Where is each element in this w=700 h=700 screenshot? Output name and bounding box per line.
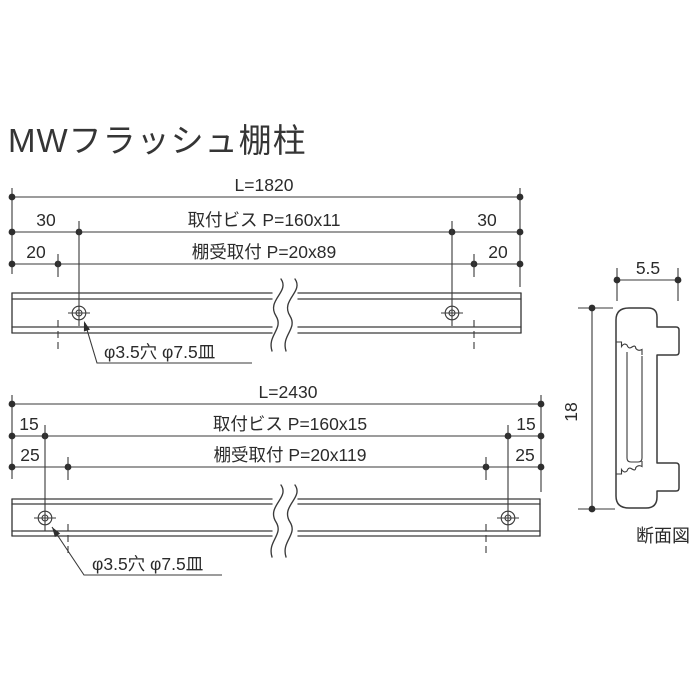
profile-outline (615, 307, 680, 509)
bracket-offset-left: 20 (26, 242, 46, 262)
section-view: 5.5 18 断面図 (561, 258, 690, 546)
hole-callout: φ3.5穴 φ7.5皿 (51, 526, 222, 576)
bracket-offset-right: 20 (488, 242, 508, 262)
profile-hook-top (616, 341, 643, 355)
rail-2430-diagram: L=2430 15 取付ビス P=160x15 15 25 棚受取付 P (8, 382, 545, 576)
section-height-dimension: 18 (561, 304, 615, 513)
length-label: L=2430 (259, 382, 318, 402)
hole-note: φ3.5穴 φ7.5皿 (92, 554, 203, 574)
section-width-label: 5.5 (636, 258, 660, 278)
bracket-pitch-label: 棚受取付 P=20x119 (214, 445, 367, 465)
leader-arrow-icon (52, 527, 61, 538)
screw-hole-icon (497, 510, 519, 526)
bracket-offset-left: 25 (20, 445, 39, 465)
section-caption: 断面図 (636, 526, 690, 546)
screw-hole-icon (68, 305, 90, 321)
section-profile (615, 307, 680, 509)
screw-pitch-label: 取付ビス P=160x15 (213, 414, 367, 434)
rail-body (11, 498, 541, 537)
bracket-pitch-label: 棚受取付 P=20x89 (192, 242, 336, 262)
bracket-offset-right: 25 (515, 445, 534, 465)
rail-body (11, 292, 522, 334)
screw-hole-icon (441, 305, 463, 321)
screw-offset-left: 30 (36, 210, 56, 230)
hole-note: φ3.5穴 φ7.5皿 (104, 342, 215, 362)
screw-hole-icon (34, 510, 56, 526)
screw-pitch-label: 取付ビス P=160x11 (188, 210, 341, 230)
leader-line (84, 322, 252, 364)
length-label: L=1820 (235, 175, 294, 195)
rail-1820-diagram: L=1820 30 取付ビス P=160x11 30 20 (8, 175, 524, 364)
break-line-icon (270, 278, 298, 352)
section-width-dimension: 5.5 (613, 258, 682, 301)
break-line-icon (270, 484, 298, 558)
profile-inner-slot (626, 352, 643, 463)
bracket-pitch-dimension: 25 棚受取付 P=20x119 25 (8, 445, 545, 554)
screw-pitch-dimension: 30 取付ビス P=160x11 30 (8, 210, 524, 326)
page-title: MWフラッシュ棚柱 (8, 122, 307, 159)
leader-arrow-icon (83, 321, 90, 332)
screw-offset-right: 30 (477, 210, 497, 230)
screw-offset-right: 15 (516, 414, 535, 434)
leader-line (51, 526, 222, 576)
section-height-label: 18 (561, 402, 581, 421)
bracket-pitch-dimension: 20 棚受取付 P=20x89 20 (8, 242, 524, 349)
hole-callout: φ3.5穴 φ7.5皿 (83, 321, 252, 364)
length-dimension: L=2430 (8, 382, 545, 408)
length-dimension: L=1820 (8, 175, 524, 201)
profile-hook-bottom (616, 461, 643, 475)
screw-offset-left: 15 (19, 414, 38, 434)
screw-pitch-dimension: 15 取付ビス P=160x15 15 (8, 414, 545, 531)
